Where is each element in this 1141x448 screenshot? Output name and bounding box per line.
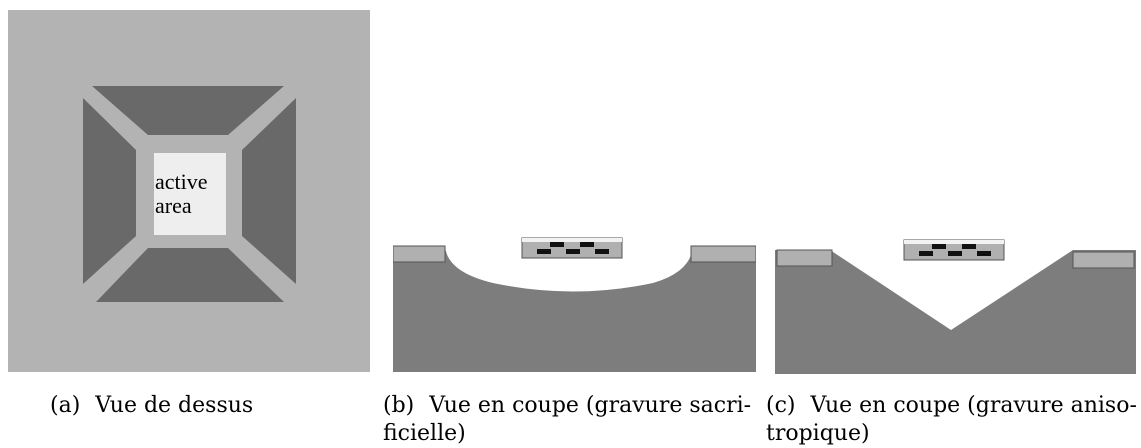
active-area-label-line2: area — [155, 193, 192, 218]
caption-a-tag: (a) — [50, 393, 81, 418]
caption-c-tag: (c) — [766, 393, 796, 418]
caption-c-line1: (c) Vue en coupe (gravure aniso- — [766, 392, 1138, 420]
caption-b-text-line1: Vue en coupe (gravure sacri- — [429, 393, 752, 418]
caption-b-line1: (b) Vue en coupe (gravure sacri- — [383, 392, 763, 420]
substrate-with-cavity — [393, 246, 756, 372]
right-ledge — [690, 245, 756, 263]
chip-block — [550, 242, 564, 247]
left-trapezoid-region — [83, 98, 136, 284]
right-ledge — [1072, 251, 1135, 269]
caption-c-text-line1: Vue en coupe (gravure aniso- — [810, 393, 1137, 418]
panel-a-top-view: active area — [8, 10, 370, 372]
caption-c-text-line2: tropique) — [766, 421, 870, 446]
active-area-region — [154, 153, 226, 235]
caption-c: (c) Vue en coupe (gravure aniso- tropiqu… — [766, 392, 1138, 448]
membrane-top-layer — [522, 238, 622, 242]
substrate-with-v-groove — [775, 250, 1136, 374]
panel-b-sacrificial-section — [393, 236, 756, 372]
left-ledge — [776, 249, 833, 267]
left-ledge — [393, 245, 446, 263]
bottom-trapezoid-region — [96, 248, 284, 302]
caption-a: (a) Vue de dessus — [50, 392, 360, 420]
top-trapezoid-region — [92, 86, 284, 135]
panel-c-anisotropic-section — [775, 238, 1136, 374]
sacrificial-section-diagram — [393, 237, 756, 372]
caption-a-text: Vue de dessus — [95, 393, 254, 418]
top-view-diagram: active area — [8, 10, 370, 372]
chip-block — [537, 249, 551, 254]
chip-block — [977, 251, 991, 256]
caption-b: (b) Vue en coupe (gravure sacri- ficiell… — [383, 392, 763, 448]
chip-block — [948, 251, 962, 256]
chip-block — [919, 251, 933, 256]
chip-block — [932, 244, 946, 249]
anisotropic-section-diagram — [775, 239, 1136, 374]
chip-block — [566, 249, 580, 254]
active-area-label-line1: active — [155, 169, 208, 194]
chip-block — [962, 244, 976, 249]
chip-block — [595, 249, 609, 254]
chip-block — [580, 242, 594, 247]
caption-b-text-line2: ficielle) — [383, 421, 466, 446]
right-trapezoid-region — [242, 98, 296, 284]
caption-b-tag: (b) — [383, 393, 415, 418]
membrane-top-layer — [904, 240, 1004, 244]
